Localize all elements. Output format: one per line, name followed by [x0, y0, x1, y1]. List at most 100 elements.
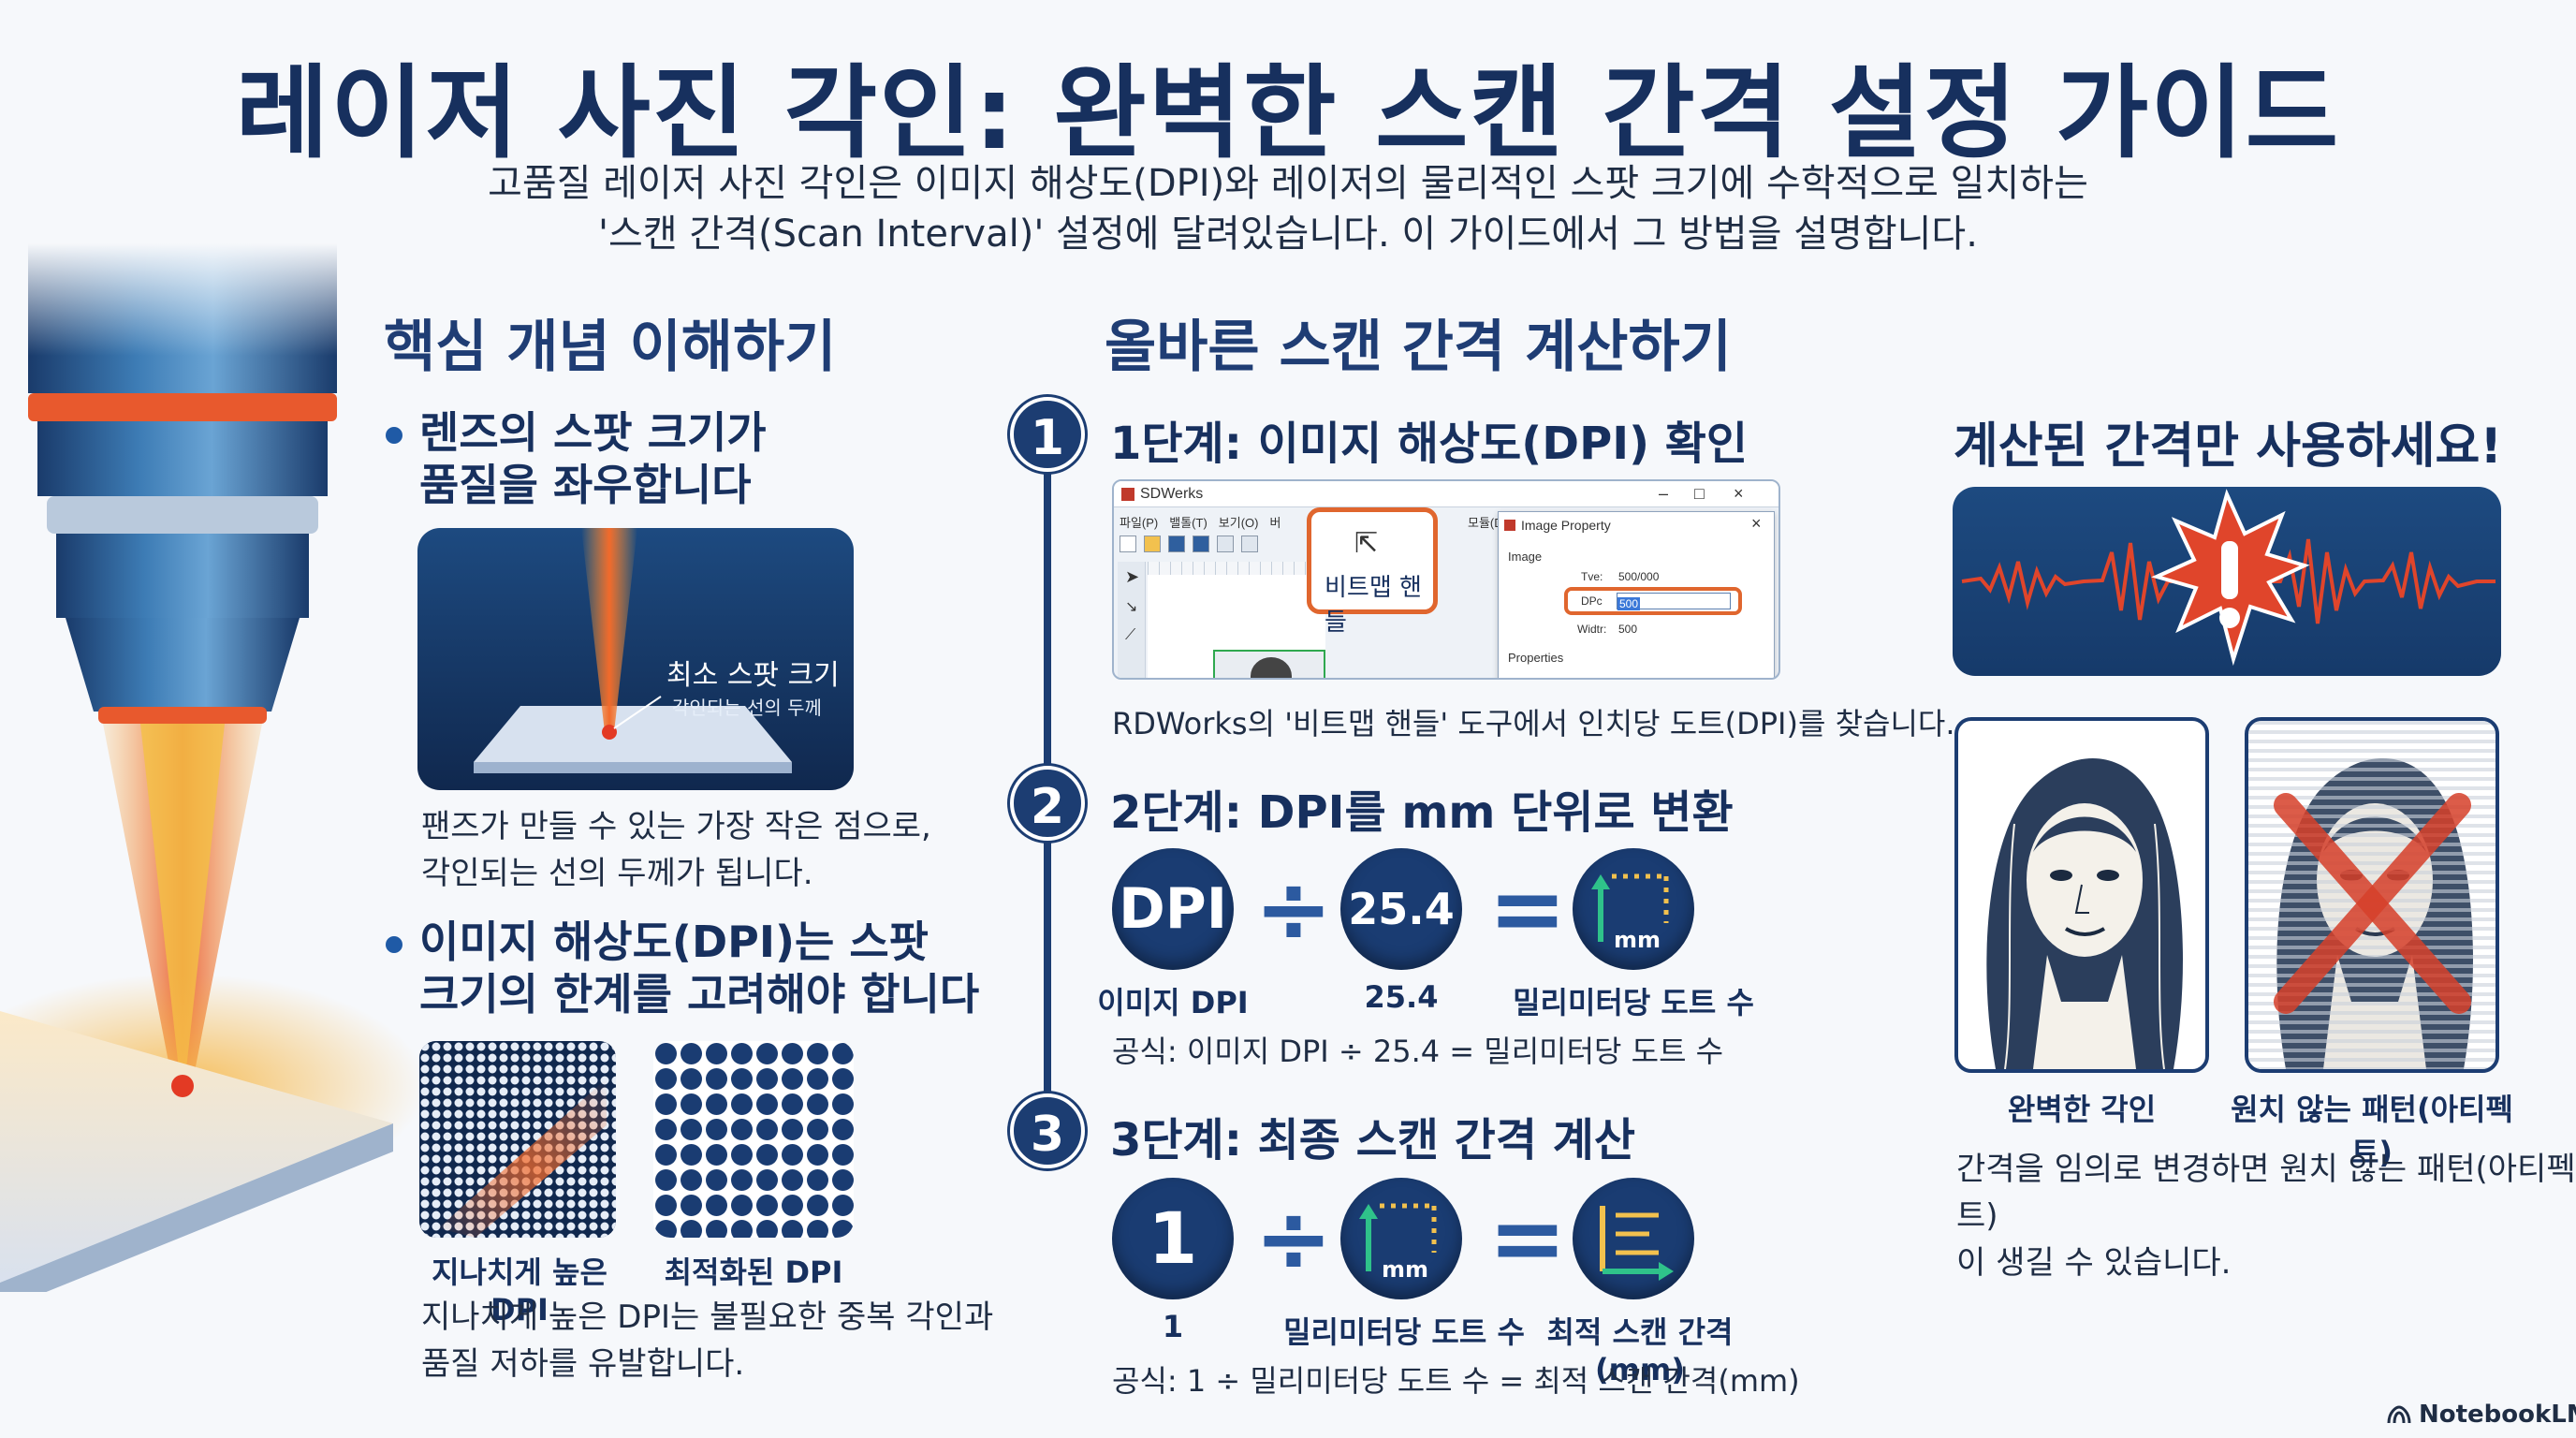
- step-2-formula: 공식: 이미지 DPI ÷ 25.4 = 밀리미터당 도트 수: [1112, 1034, 1724, 1069]
- menu-edit[interactable]: 밸톨(T): [1169, 516, 1208, 530]
- node-tool-icon[interactable]: ↘: [1125, 599, 1138, 615]
- step-1-title: 1단계: 이미지 해상도(DPI) 확인: [1110, 418, 1749, 470]
- subtitle-line-2: '스캔 간격(Scan Interval)' 설정에 달려있습니다. 이 가이드…: [598, 213, 1978, 256]
- tool-strip: ➤ ↘ ⟋: [1118, 562, 1146, 678]
- menu-more[interactable]: 버: [1269, 516, 1281, 530]
- save-icon[interactable]: [1168, 536, 1185, 552]
- one-circle: 1: [1112, 1178, 1234, 1299]
- dialog-title: Image Property: [1521, 518, 1611, 533]
- width-label: Widtr:: [1577, 623, 1607, 636]
- equals-symbol: =: [1488, 1183, 1567, 1293]
- bitmap-handle-button[interactable]: ⇱ 비트맵 핸들: [1307, 507, 1438, 637]
- dots-per-mm-icon: [1359, 1203, 1437, 1271]
- dpi-description-line-1: 지나치게 높은 DPI는 불필요한 중복 각인과: [421, 1299, 994, 1336]
- subtitle-line-1: 고품질 레이저 사진 각인은 이미지 해상도(DPI)와 레이저의 물리적인 스…: [488, 162, 2088, 205]
- dpi-highlight: DPc 500: [1564, 587, 1742, 615]
- optimal-dot-pattern: [653, 1041, 854, 1238]
- perfect-engraving-caption: 완벽한 각인: [2007, 1092, 2157, 1127]
- minimize-icon[interactable]: –: [1659, 484, 1669, 503]
- bullet-dot: [386, 936, 402, 953]
- scan-interval-circle: [1573, 1178, 1694, 1299]
- select-arrow-icon[interactable]: ➤: [1125, 567, 1140, 586]
- bullet-dpi-limit-line-1: 이미지 해상도(DPI)는 스팟: [419, 917, 929, 967]
- dots-per-mm-circle: mm: [1573, 848, 1694, 970]
- step-2-label-constant: 25.4: [1364, 979, 1439, 1015]
- menu-module[interactable]: 모듈(D): [1468, 516, 1507, 530]
- artifact-warning-line-2: 이 생길 수 있습니다.: [1956, 1244, 2232, 1282]
- scan-interval-icon: [1600, 1206, 1674, 1281]
- properties-label: Properties: [1508, 651, 1564, 665]
- dialog-close-icon[interactable]: ×: [1751, 514, 1762, 533]
- artifact-warning-text: 간격을 임의로 변경하면 원치 않는 패턴(아티펙트) 이 생길 수 있습니다.: [1956, 1146, 2576, 1286]
- optimal-dpi-caption: 최적화된 DPI: [664, 1255, 843, 1290]
- warning-waveform: [1961, 489, 2496, 667]
- import-icon[interactable]: [1217, 536, 1234, 552]
- dpi-circle: DPI: [1112, 848, 1234, 970]
- line-tool-icon[interactable]: ⟋: [1125, 627, 1136, 643]
- high-dpi-tile: [419, 1041, 616, 1238]
- spot-label: 최소 스팟 크기: [666, 659, 840, 692]
- optimal-dpi-tile: [653, 1041, 854, 1238]
- perfect-engraving-portrait: [1954, 717, 2209, 1073]
- spot-beam-illustration: [474, 528, 792, 773]
- bitmap-cursor-icon: ⇱: [1354, 528, 1379, 559]
- selected-image[interactable]: [1213, 650, 1325, 678]
- canvas[interactable]: [1148, 575, 1325, 678]
- brand-name: NotebookLM: [2419, 1401, 2576, 1429]
- rdworks-screenshot: SDWerks – □ × 파일(P) 밸톨(T) 보기(O) 버 모듈(D) …: [1112, 479, 1780, 680]
- high-dpi-caption: 지나치게 높은 DPI: [432, 1255, 607, 1328]
- divide-symbol: ÷: [1254, 854, 1333, 963]
- window-title: SDWerks: [1140, 486, 1204, 502]
- dialog-icon: [1504, 520, 1515, 531]
- menu-bar: 파일(P) 밸톨(T) 보기(O) 버: [1120, 513, 1281, 534]
- spot-sublabel: 각인되는 선의 두께: [672, 697, 822, 719]
- new-file-icon[interactable]: [1120, 536, 1136, 552]
- warning-heading: 계산된 간격만 사용하세요!: [1953, 418, 2503, 475]
- constant-circle: 25.4: [1340, 848, 1462, 970]
- menu-file[interactable]: 파일(P): [1120, 516, 1159, 530]
- section-heading-calculation: 올바른 스캔 간격 계산하기: [1105, 315, 1732, 380]
- laser-head-illustration: [0, 243, 426, 1292]
- dots-per-mm-unit: mm: [1382, 1256, 1429, 1283]
- bullet-spot-size-line-2: 품질을 좌우합니다: [419, 460, 752, 510]
- bullet-spot-size-line-1: 렌즈의 스팟 크기가: [419, 407, 767, 458]
- page-title: 레이저 사진 각인: 완벽한 스캔 간격 설정 가이드: [235, 55, 2341, 172]
- step-2-number: 2: [1010, 766, 1085, 841]
- open-folder-icon[interactable]: [1144, 536, 1161, 552]
- notebooklm-logo-icon: [2387, 1405, 2411, 1424]
- step-3-formula: 공식: 1 ÷ 밀리미터당 도트 수 = 최적 스캔 간격(mm): [1112, 1363, 1800, 1399]
- dots-per-mm-unit: mm: [1614, 927, 1661, 953]
- spot-size-panel: 최소 스팟 크기 각인되는 선의 두께: [417, 528, 854, 790]
- window-titlebar: SDWerks – □ ×: [1114, 481, 1778, 507]
- close-icon[interactable]: ×: [1734, 484, 1744, 503]
- spot-description-line-1: 팬즈가 만들 수 있는 가장 작은 점으로,: [421, 808, 931, 845]
- width-value: 500: [1618, 623, 1638, 636]
- bitmap-handle-label: 비트맵 핸들: [1325, 574, 1422, 637]
- artifact-warning-line-1: 간격을 임의로 변경하면 원치 않는 패턴(아티펙트): [1956, 1151, 2576, 1235]
- spot-description: 팬즈가 만들 수 있는 가장 작은 점으로, 각인되는 선의 두께가 됩니다.: [421, 803, 931, 897]
- dialog-group-image: Image: [1508, 550, 1543, 564]
- step-3-label-dots: 밀리미터당 도트 수: [1283, 1314, 1525, 1350]
- step-3-label-one: 1: [1162, 1309, 1184, 1344]
- maximize-icon[interactable]: □: [1694, 484, 1705, 503]
- bullet-spot-size: 렌즈의 스팟 크기가 품질을 좌우합니다: [419, 406, 767, 511]
- type-label: Tve:: [1581, 570, 1603, 583]
- save-as-icon[interactable]: [1193, 536, 1209, 552]
- step-2-label-result: 밀리미터당 도트 수: [1513, 985, 1754, 1020]
- dots-per-mm-circle: mm: [1340, 1178, 1462, 1299]
- artifact-caption: 원치 않는 패턴(아티펙트): [2231, 1092, 2513, 1170]
- dpi-description-line-2: 품질 저하를 유발합니다.: [421, 1345, 745, 1383]
- dots-per-mm-icon: [1591, 873, 1669, 942]
- export-icon[interactable]: [1241, 536, 1258, 552]
- spot-description-line-2: 각인되는 선의 두께가 됩니다.: [421, 855, 813, 892]
- step-3-title: 3단계: 최종 스캔 간격 계산: [1110, 1114, 1636, 1167]
- step-3-label-result: 최적 스캔 간격(mm): [1546, 1314, 1734, 1387]
- equals-symbol: =: [1488, 854, 1567, 963]
- portrait-sketch-artifacts: [2248, 721, 2496, 1069]
- dpi-input[interactable]: 500: [1617, 593, 1731, 610]
- warning-panel: [1953, 487, 2501, 676]
- menu-view[interactable]: 보기(O): [1218, 516, 1259, 530]
- step-2-label-dpi: 이미지 DPI: [1097, 985, 1249, 1020]
- bullet-dot: [386, 427, 402, 444]
- app-icon: [1121, 488, 1134, 501]
